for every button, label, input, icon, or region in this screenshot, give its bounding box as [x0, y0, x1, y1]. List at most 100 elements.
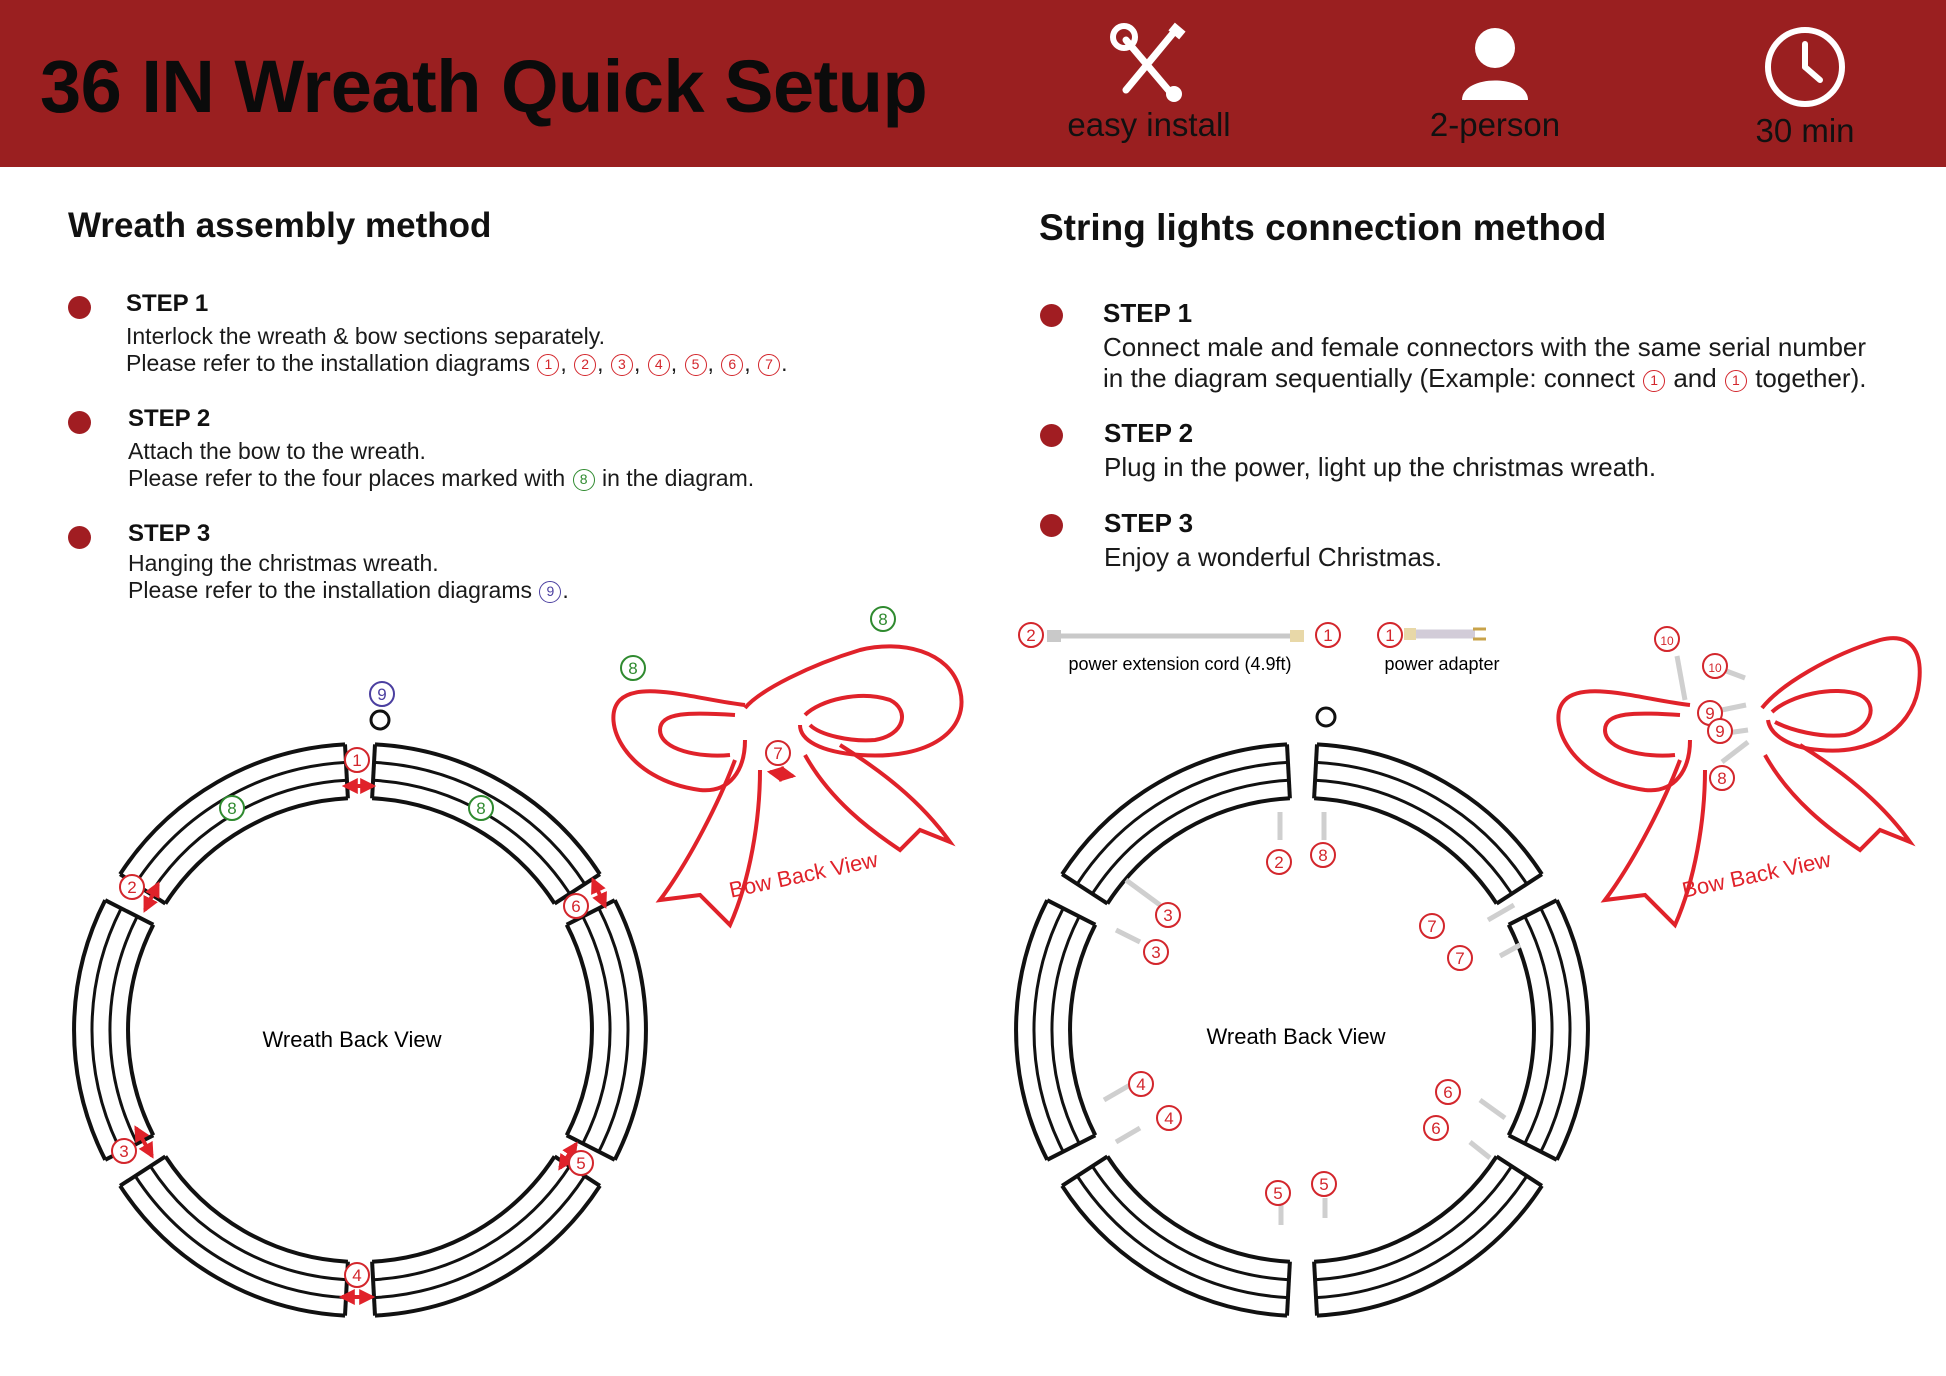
circled-number-mark: 5: [1265, 1180, 1291, 1206]
step-text: Plug in the power, light up the christma…: [1104, 452, 1657, 482]
wreath-ring-wire: [1105, 1155, 1291, 1264]
circled-number-mark: 8: [468, 795, 494, 821]
step-line: Please refer to the four places marked w…: [128, 465, 566, 491]
wreath-ring-wire: [1555, 899, 1590, 1161]
circled-number-mark: 10: [1654, 626, 1680, 652]
mark: 9: [539, 581, 562, 603]
circled-number-mark: 4: [1128, 1071, 1154, 1097]
svg-text:5: 5: [1319, 1175, 1328, 1194]
svg-text:3: 3: [1163, 906, 1172, 925]
wreath-ring-wire: [581, 915, 612, 1145]
circled-number-mark: 5: [1311, 1171, 1337, 1197]
wreath-ring-wire: [1523, 915, 1554, 1145]
svg-text:9: 9: [1715, 722, 1724, 741]
wreath-ring-wire: [108, 915, 139, 1145]
circled-number-mark: 8: [219, 795, 245, 821]
cord-plug: [1290, 630, 1304, 642]
hanging-ring: [369, 709, 391, 731]
svg-text:8: 8: [628, 659, 637, 678]
mark: 3: [610, 354, 633, 376]
right-wreath-sections: [1014, 742, 1590, 1318]
step-label: STEP 1: [1103, 298, 1193, 328]
wreath-assembly-heading: Wreath assembly method: [68, 206, 492, 245]
circled-number-mark: 1: [1377, 622, 1403, 648]
section-end: [1285, 1261, 1292, 1316]
bullet: [1040, 514, 1063, 537]
wreath-ring-wire: [1315, 1165, 1513, 1282]
extension-cord-label: power extension cord (4.9ft): [1068, 654, 1291, 674]
step-label: STEP 1: [126, 290, 209, 317]
section-end: [1507, 898, 1558, 927]
bullet: [68, 296, 91, 319]
two-person-badge: 2-person: [1380, 22, 1610, 144]
adapter-plug: [1404, 628, 1416, 640]
svg-text:5: 5: [1273, 1184, 1282, 1203]
wreath-ring-wire: [1068, 923, 1098, 1137]
wreath-ring-wire: [1313, 796, 1499, 905]
wreath-ring-wire: [371, 796, 557, 905]
easy-install-label: easy install: [1067, 106, 1231, 143]
svg-text:7: 7: [1455, 949, 1464, 968]
wreath-ring-wire: [149, 778, 347, 895]
circled-number-mark: 1: [344, 747, 370, 773]
mark: 1: [1724, 370, 1747, 392]
wreath-ring-wire: [564, 923, 594, 1137]
circled-number-mark: 4: [344, 1262, 370, 1288]
circled-number-mark: 5: [568, 1150, 594, 1176]
section-end: [565, 1133, 616, 1162]
circled-number-mark: 10: [1702, 653, 1728, 679]
left-bow: [611, 644, 964, 929]
extension-cord: [1055, 629, 1475, 639]
circled-number-mark: 9: [1707, 718, 1733, 744]
step-text: Connect male and female connectors with …: [1103, 332, 1866, 394]
wreath-ring-wire: [118, 742, 346, 876]
mark: 1: [537, 354, 560, 376]
mark: 4: [647, 354, 670, 376]
wreath-ring-wire: [597, 907, 630, 1153]
bow-back-view-label: Bow Back View: [1680, 847, 1833, 903]
circled-number-mark: 6: [1423, 1115, 1449, 1141]
circled-number-mark: 6: [563, 893, 589, 919]
wreath-ring-wire: [371, 1155, 557, 1264]
wreath-back-view-label: Wreath Back View: [1207, 1024, 1386, 1049]
svg-text:2: 2: [1026, 626, 1035, 645]
step-text: Interlock the wreath & bow sections sepa…: [126, 323, 788, 376]
circled-number-mark: 6: [1435, 1079, 1461, 1105]
wreath-ring-wire: [1506, 923, 1536, 1137]
wreath-ring-wire: [373, 778, 571, 895]
circled-number-mark: 8: [620, 655, 646, 681]
page-title: 36 IN Wreath Quick Setup: [40, 45, 928, 128]
svg-text:8: 8: [878, 610, 887, 629]
wreath-ring-wire: [72, 899, 107, 1161]
svg-text:1: 1: [352, 751, 361, 770]
svg-text:8: 8: [1717, 769, 1726, 788]
svg-text:7: 7: [773, 744, 782, 763]
step-line: in the diagram sequentially (Example: co…: [1103, 363, 1635, 393]
wreath-ring-wire: [1091, 778, 1289, 895]
connector-leads: [1102, 655, 1750, 1225]
right-bow: [1556, 636, 1922, 929]
svg-text:8: 8: [476, 799, 485, 818]
wreath-ring-wire: [1014, 899, 1049, 1161]
step-line: and: [1673, 363, 1717, 393]
clock-icon: [1765, 27, 1845, 107]
wreath-ring-wire: [613, 899, 648, 1161]
circled-number-mark: 8: [1709, 765, 1735, 791]
section-end: [1061, 872, 1109, 906]
bullet: [1040, 304, 1063, 327]
wreath-ring-wire: [163, 1155, 349, 1264]
section-end: [1495, 1154, 1543, 1188]
step-line: Hanging the christmas wreath.: [128, 550, 439, 576]
svg-text:5: 5: [576, 1154, 585, 1173]
wreath-ring-wire: [90, 907, 123, 1153]
svg-text:7: 7: [1427, 917, 1436, 936]
circled-number-mark: 2: [1266, 849, 1292, 875]
circled-number-mark: 2: [119, 874, 145, 900]
header-banner: [0, 0, 1946, 167]
wreath-ring-wire: [163, 796, 349, 905]
circled-number-mark: 2: [1018, 622, 1044, 648]
svg-text:8: 8: [227, 799, 236, 818]
wreath-ring-wire: [1315, 778, 1513, 895]
